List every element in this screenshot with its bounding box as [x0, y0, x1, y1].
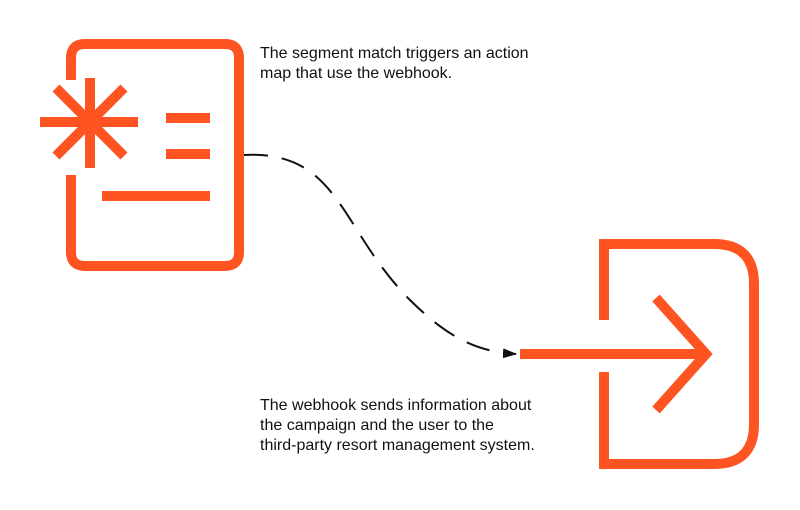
webhook-caption: The webhook sends information about the … — [260, 396, 535, 456]
webhook-caption-line: the campaign and the user to the — [260, 417, 494, 434]
segment-caption-line: map that use the webhook. — [260, 65, 453, 82]
webhook-caption-line: third-party resort management system. — [260, 437, 535, 454]
sign-in-arrow-icon — [520, 239, 759, 469]
segment-caption-line: The segment match triggers an action — [260, 45, 529, 62]
segment-caption: The segment match triggers an action map… — [260, 44, 529, 84]
dashed-connector — [243, 153, 517, 359]
webhook-caption-line: The webhook sends information about — [260, 397, 532, 414]
segment-list-icon — [40, 39, 244, 271]
